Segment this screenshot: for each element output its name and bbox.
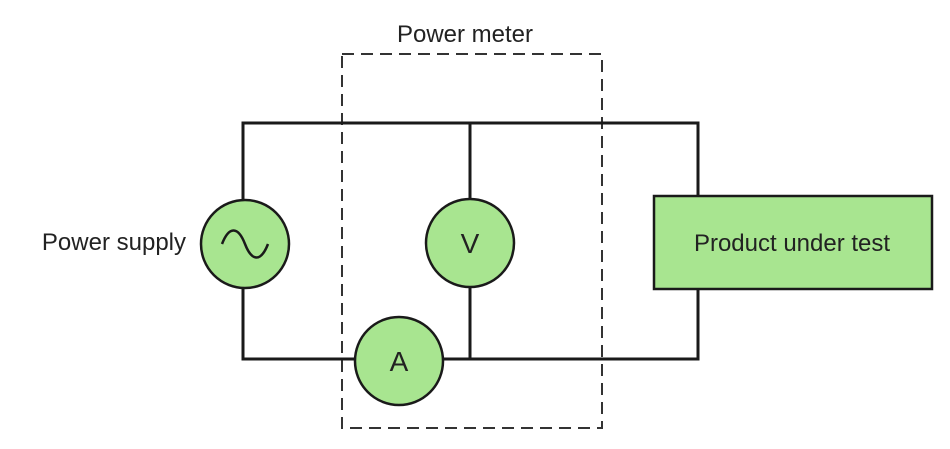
- product-under-test-label: Product under test: [694, 230, 890, 257]
- ammeter-circle: [353, 315, 445, 407]
- circuit-wires: [241, 121, 700, 361]
- power-supply: [199, 198, 291, 290]
- power-supply-label: Power supply: [42, 229, 186, 256]
- power-meter-label: Power meter: [397, 21, 533, 48]
- voltmeter: V: [424, 197, 516, 289]
- power-meter-boundary: [341, 53, 603, 429]
- ammeter: A: [353, 315, 445, 407]
- voltmeter-label: V: [461, 228, 480, 259]
- product-under-test: Product under test: [652, 194, 934, 291]
- product-under-test-box: [652, 194, 934, 291]
- voltmeter-circle: [424, 197, 516, 289]
- sine-wave-icon: [220, 229, 270, 259]
- ammeter-label: A: [390, 346, 409, 377]
